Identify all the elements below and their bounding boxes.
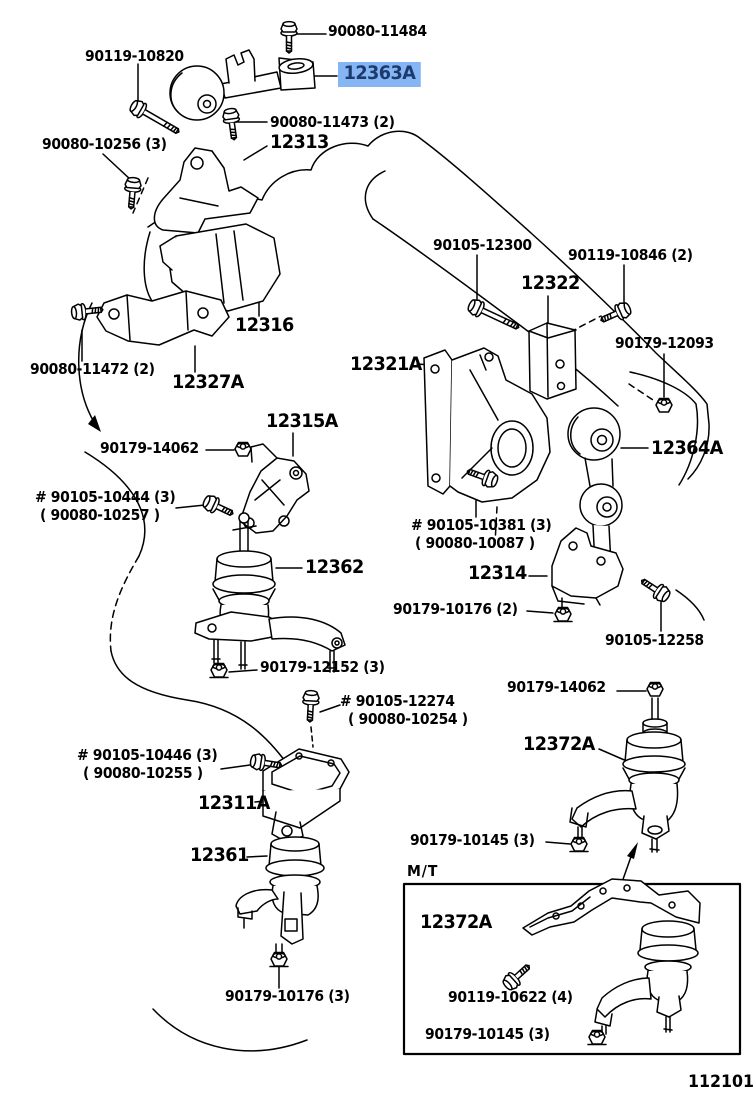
part-label-90179-12093[interactable]: 90179-12093	[615, 334, 714, 352]
part-label-90119-10846[interactable]: 90119-10846 (2)	[568, 246, 693, 264]
part-art-12315a	[240, 444, 309, 533]
part-art-12313	[154, 148, 258, 233]
part-label-90105-12258[interactable]: 90105-12258	[605, 631, 704, 649]
part-art-12327a	[97, 291, 229, 345]
part-label-90080-10255[interactable]: ( 90080-10255 )	[83, 764, 203, 782]
part-label-90179-12152[interactable]: 90179-12152 (3)	[260, 658, 385, 676]
bolt-90105-12258	[636, 573, 674, 606]
nut-90179-10145-right	[570, 838, 588, 852]
part-label-90080-11472[interactable]: 90080-11472 (2)	[30, 360, 155, 378]
part-label-12372a-at[interactable]: 12372A	[523, 733, 595, 755]
part-art-12321a	[424, 348, 550, 502]
part-art-12372a-mount	[570, 698, 685, 852]
part-label-90080-10257[interactable]: ( 90080-10257 )	[40, 506, 160, 524]
part-label-90179-10145-at[interactable]: 90179-10145 (3)	[410, 831, 535, 849]
part-label-90080-10254[interactable]: ( 90080-10254 )	[348, 710, 468, 728]
part-art-12363a	[170, 50, 315, 120]
bolt-90105-10444	[200, 492, 237, 522]
engine-outline	[79, 131, 709, 1051]
part-art-12372a-mount-mt	[595, 921, 698, 1034]
part-label-12314[interactable]: 12314	[468, 562, 527, 584]
part-label-12322[interactable]: 12322	[521, 272, 580, 294]
nut-90179-10176-2	[554, 608, 572, 622]
part-label-90105-12300[interactable]: 90105-12300	[433, 236, 532, 254]
part-label-12313[interactable]: 12313	[270, 131, 329, 153]
nut-90179-14062-right	[646, 681, 664, 697]
part-label-90179-10176-2[interactable]: 90179-10176 (2)	[393, 600, 518, 618]
bolt-90080-11484	[280, 20, 298, 54]
part-label-12361[interactable]: 12361	[190, 844, 249, 866]
part-art-12311a	[263, 749, 349, 843]
part-label-90119-10820[interactable]: 90119-10820	[85, 47, 184, 65]
nut-90179-14062-left	[234, 441, 252, 457]
bolt-90080-10256	[122, 176, 143, 211]
part-label-12364a[interactable]: 12364A	[651, 437, 723, 459]
nut-90179-12152	[210, 664, 228, 678]
part-label-12363a-selected[interactable]: 12363A	[338, 62, 421, 87]
part-label-90105-10381[interactable]: # 90105-10381 (3)	[411, 516, 552, 534]
part-art-12322	[529, 323, 576, 399]
part-label-90080-11473[interactable]: 90080-11473 (2)	[270, 113, 395, 131]
part-label-90179-10176-3[interactable]: 90179-10176 (3)	[225, 987, 350, 1005]
part-art-12372a-bracket-mt	[523, 879, 700, 935]
part-label-90080-11484[interactable]: 90080-11484	[328, 22, 427, 40]
part-label-90105-10446[interactable]: # 90105-10446 (3)	[77, 746, 218, 764]
figure-number: 112101	[688, 1072, 755, 1092]
part-label-12311a[interactable]: 12311A	[198, 792, 270, 814]
nut-90179-10176-3	[270, 953, 288, 967]
part-art-12314	[552, 528, 623, 608]
part-label-90179-14062-right[interactable]: 90179-14062	[507, 678, 606, 696]
inset-box-mt	[404, 879, 740, 1054]
bolt-90105-12300	[465, 296, 523, 336]
part-art-12362	[195, 513, 345, 672]
part-label-12327a[interactable]: 12327A	[172, 371, 244, 393]
inset-arrow	[621, 842, 638, 885]
part-label-12362[interactable]: 12362	[305, 556, 364, 578]
part-label-90179-10145-mt[interactable]: 90179-10145 (3)	[425, 1025, 550, 1043]
part-label-12315a[interactable]: 12315A	[266, 410, 338, 432]
part-label-90105-10444[interactable]: # 90105-10444 (3)	[35, 488, 176, 506]
bolt-90080-11473	[221, 106, 243, 142]
part-label-12372a-mt[interactable]: 12372A	[420, 911, 492, 933]
part-label-12321a[interactable]: 12321A	[350, 353, 422, 375]
nut-90179-12093	[655, 397, 673, 413]
part-art-12361	[236, 837, 324, 953]
part-label-90080-10256[interactable]: 90080-10256 (3)	[42, 135, 167, 153]
part-label-90179-14062-left[interactable]: 90179-14062	[100, 439, 199, 457]
inset-tag-mt: M/T	[407, 862, 439, 880]
part-label-90105-12274[interactable]: # 90105-12274	[340, 692, 455, 710]
part-art-12316	[160, 224, 280, 311]
bolt-90105-12274	[301, 689, 321, 724]
part-label-90119-10622[interactable]: 90119-10622 (4)	[448, 988, 573, 1006]
part-label-12316[interactable]: 12316	[235, 314, 294, 336]
part-label-90080-10087[interactable]: ( 90080-10087 )	[415, 534, 535, 552]
